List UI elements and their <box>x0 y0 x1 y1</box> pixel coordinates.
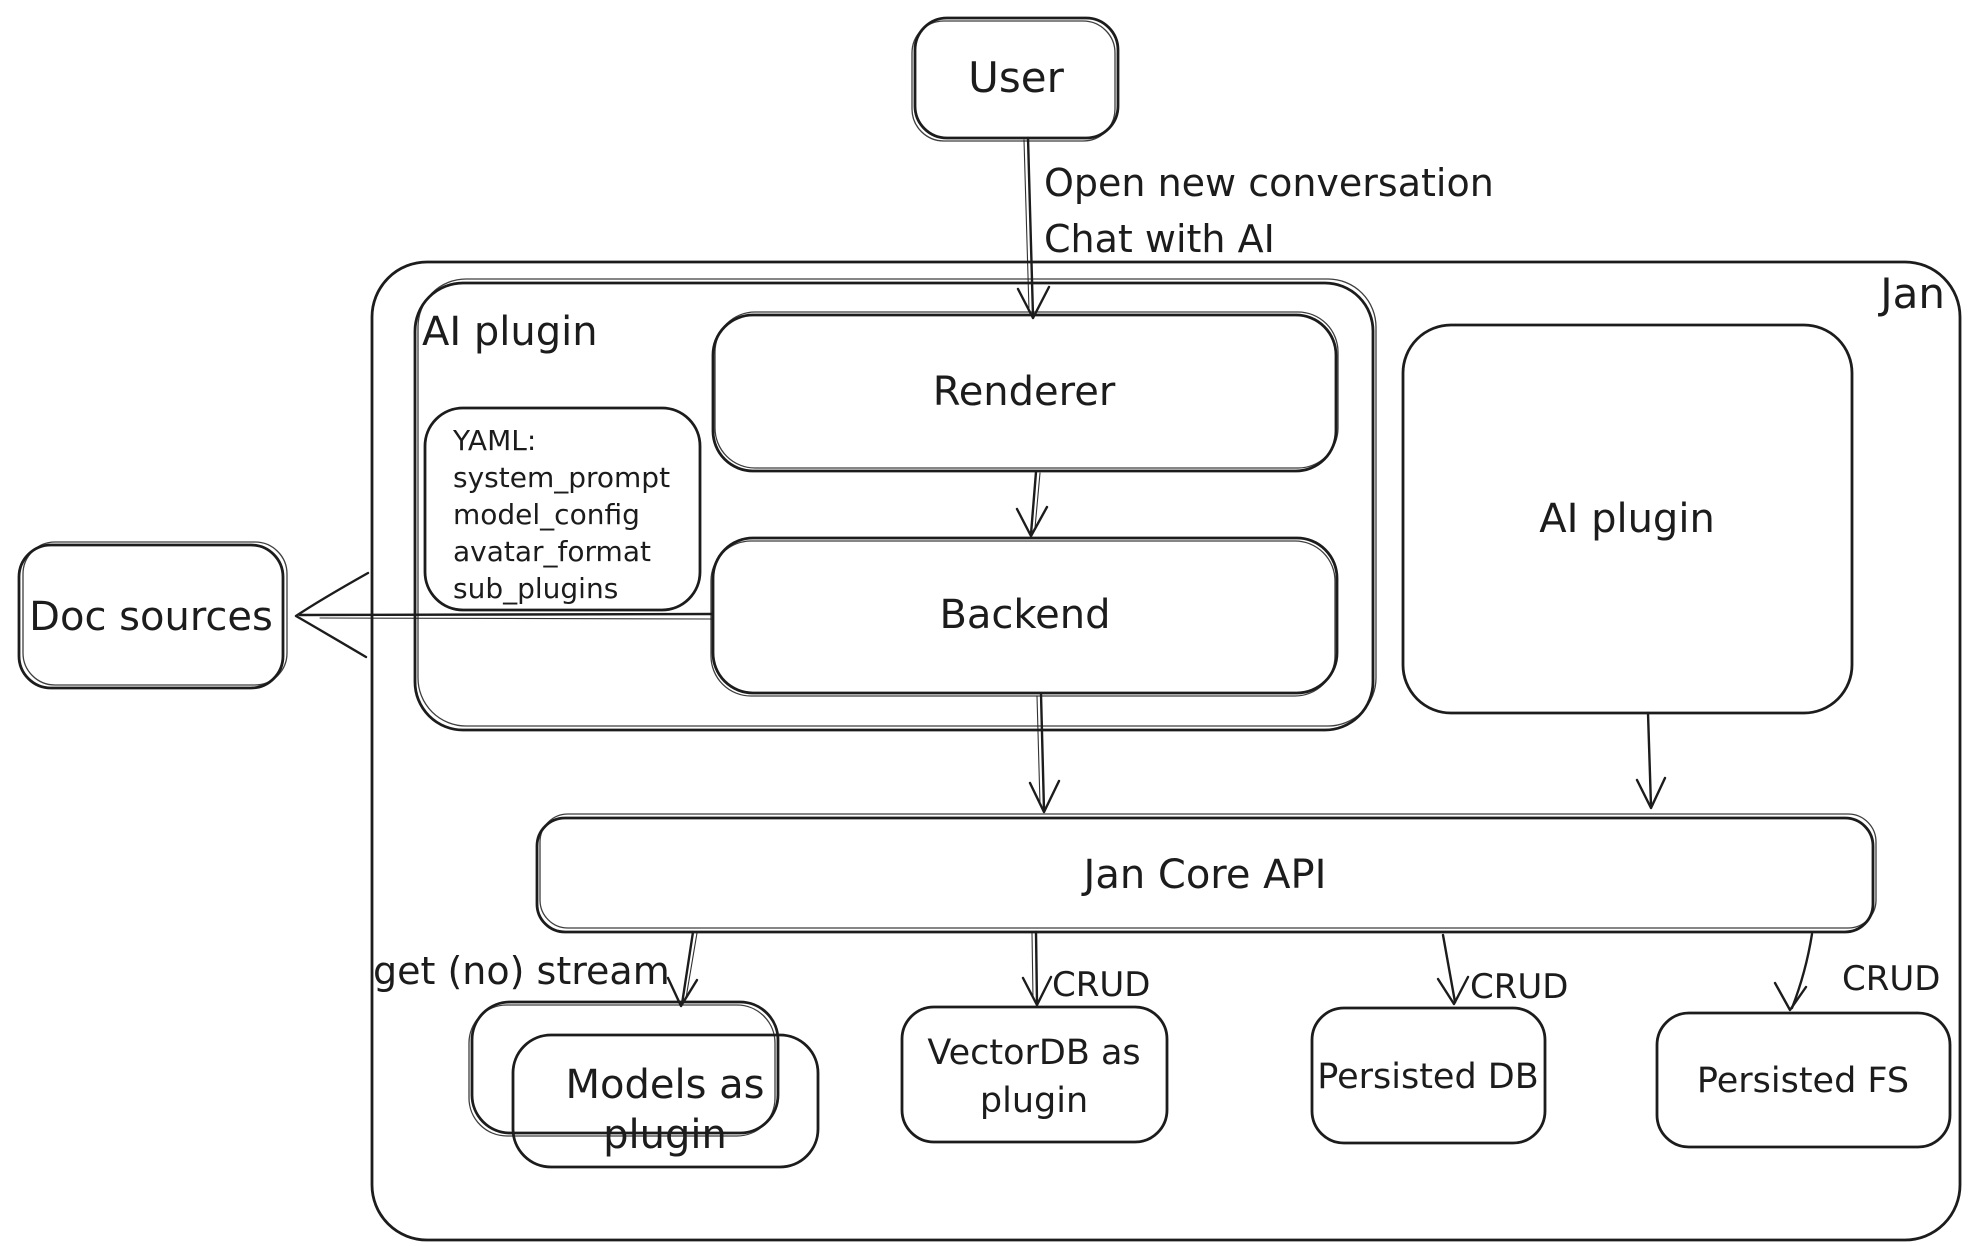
ai-plugin-left-label: AI plugin <box>422 309 598 355</box>
renderer-node: Renderer <box>711 311 1339 473</box>
edge-line <box>1034 930 1039 1005</box>
models-as-plugin-node: Models as plugin <box>468 1000 820 1169</box>
renderer-label: Renderer <box>933 369 1116 415</box>
yaml-note: YAML: system_prompt model_config avatar_… <box>423 406 702 612</box>
edge-line <box>298 612 714 617</box>
ai-plugin-right-label: AI plugin <box>1539 496 1715 542</box>
persisted-db-label: Persisted DB <box>1317 1057 1539 1097</box>
persisted-fs-label: Persisted FS <box>1697 1061 1909 1101</box>
edge-renderer-to-backend <box>1015 470 1049 538</box>
ai-plugin-right-box <box>1401 323 1854 715</box>
edge-core-persisted-db-label: CRUD <box>1470 967 1568 1007</box>
vectordb-as-plugin-box <box>900 1005 1169 1144</box>
models-as-plugin-back-box-sketch <box>468 1004 776 1137</box>
edge-line-sketch <box>319 617 713 620</box>
edge-core-persisted-fs-label: CRUD <box>1842 959 1940 999</box>
ai-plugin-right-node: AI plugin <box>1401 323 1854 715</box>
edge-line <box>1026 136 1035 318</box>
yaml-line: avatar_format <box>453 535 651 568</box>
yaml-line: model_config <box>453 498 640 531</box>
vectordb-as-plugin-label-line1: VectorDB as <box>927 1033 1140 1073</box>
backend-box <box>711 536 1339 695</box>
edge-line-sketch <box>1031 932 1034 999</box>
edge-line <box>1039 692 1046 812</box>
edge-ai-plugin-to-core <box>1635 711 1667 810</box>
models-as-plugin-label-line1: Models as <box>565 1062 764 1108</box>
ai-plugin-left-container: AI plugin <box>413 278 1377 732</box>
arrow-head-down <box>1436 975 1470 1006</box>
arrow-head-down <box>1635 776 1667 810</box>
doc-sources-node: Doc sources <box>17 541 288 690</box>
edge-line-sketch <box>1036 695 1041 805</box>
persisted-db-node: Persisted DB <box>1310 1006 1547 1145</box>
jan-container-box <box>370 260 1962 1242</box>
edge-backend-to-doc-sources <box>294 571 714 659</box>
yaml-note-box <box>423 406 702 612</box>
doc-sources-label: Doc sources <box>29 594 273 640</box>
edge-line <box>1790 932 1814 1010</box>
edge-core-vectordb-label: CRUD <box>1052 965 1150 1005</box>
arrow-head-left <box>294 571 370 659</box>
models-as-plugin-label-line2: plugin <box>603 1112 727 1158</box>
models-as-plugin-front-box <box>511 1033 820 1169</box>
ai-plugin-left-box-sketch <box>417 278 1377 727</box>
backend-label: Backend <box>939 592 1110 638</box>
edge-backend-to-core <box>1028 692 1061 814</box>
jan-container: Jan <box>370 260 1962 1242</box>
jan-core-api-node: Jan Core API <box>535 813 1877 934</box>
models-as-plugin-back-box <box>470 1000 780 1135</box>
edge-line-sketch <box>1023 139 1030 311</box>
persisted-fs-node: Persisted FS <box>1655 1011 1952 1149</box>
yaml-line: system_prompt <box>453 461 670 494</box>
edge-core-to-vectordb: CRUD <box>1021 930 1150 1007</box>
vectordb-as-plugin-node: VectorDB as plugin <box>900 1005 1169 1144</box>
jan-core-api-box-sketch <box>539 813 1877 929</box>
renderer-box <box>711 313 1338 473</box>
user-box-sketch <box>911 20 1116 142</box>
jan-core-api-box <box>535 816 1875 934</box>
yaml-line: sub_plugins <box>453 572 618 605</box>
yaml-line: YAML: <box>452 424 536 457</box>
backend-node: Backend <box>710 536 1339 697</box>
edge-line <box>680 930 695 1006</box>
edge-line <box>1029 470 1038 536</box>
edge-core-models-label: get (no) stream <box>373 949 670 993</box>
doc-sources-box-sketch <box>22 541 288 686</box>
arrow-head-down <box>1028 779 1061 814</box>
arrow-head-down <box>1015 505 1049 538</box>
edge-user-label-line1: Open new conversation <box>1044 161 1494 205</box>
renderer-box-sketch <box>714 311 1339 469</box>
arrow-head-down <box>1021 975 1053 1007</box>
persisted-fs-box <box>1655 1011 1952 1149</box>
edge-line <box>1646 711 1653 808</box>
edge-user-to-renderer: Open new conversation Chat with AI <box>1016 136 1494 320</box>
user-box <box>913 16 1120 140</box>
edge-core-to-persisted-db: CRUD <box>1436 933 1568 1007</box>
persisted-db-box <box>1310 1006 1547 1145</box>
edge-core-to-persisted-fs: CRUD <box>1773 932 1940 1012</box>
edge-line-sketch <box>685 932 698 999</box>
arrow-head-down <box>1773 981 1808 1012</box>
vectordb-as-plugin-label-line2: plugin <box>980 1081 1088 1121</box>
edge-user-label-line2: Chat with AI <box>1044 217 1275 261</box>
ai-plugin-left-box <box>413 281 1375 732</box>
arrow-head-down <box>1016 285 1051 320</box>
edge-line-sketch <box>1034 472 1041 529</box>
doc-sources-box <box>17 543 285 690</box>
jan-container-label: Jan <box>1877 269 1945 318</box>
user-node: User <box>911 16 1120 142</box>
edge-core-to-models: get (no) stream <box>373 930 699 1008</box>
jan-core-api-label: Jan Core API <box>1081 852 1327 898</box>
user-label: User <box>968 53 1064 102</box>
edge-line <box>1441 933 1457 1004</box>
